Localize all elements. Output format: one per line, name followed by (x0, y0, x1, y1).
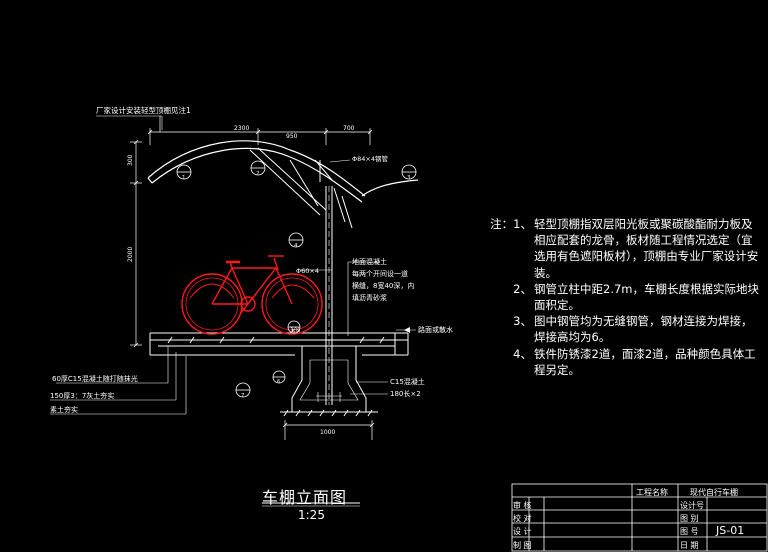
drain-arrow (404, 327, 410, 333)
ground-slab (149, 332, 409, 356)
drawing-title: 车棚立面图 (262, 488, 348, 507)
note-1-number: 注：1、 (490, 217, 532, 231)
concrete-note-2: 每两个开间设一道 (352, 269, 408, 278)
tag-4-text: 4 (294, 243, 298, 249)
dim-left-small: 300 (127, 154, 134, 166)
project-name: 现代自行车棚 (690, 488, 738, 497)
design-notes: 注：1、 轻型顶棚指双层阳光板或聚碳酸酯耐力板及相应配套的龙骨，板材随工程情况选… (490, 216, 760, 378)
pipe-label: Φ84×4钢管 (352, 154, 388, 163)
tag-6-text: 6 (277, 379, 280, 385)
note-3-text: 图中钢管均为无缝钢管，钢材连接为焊接，焊接高均为6。 (534, 314, 753, 345)
title-block-grid (511, 483, 768, 552)
note-2-number: 2、 (513, 281, 532, 296)
role-review: 审 核 (513, 501, 532, 510)
slope-label: 1% (290, 326, 300, 334)
dim-left-height: 2000 (127, 247, 134, 262)
note-3: 3、 图中钢管均为无缝钢管，钢材连接为焊接，焊接高均为6。 (490, 313, 760, 345)
c15-note: C15混凝土 (390, 377, 425, 386)
note-4: 4、 铁件防锈漆2道，面漆2道，品种颜色具体工程另定。 (490, 346, 760, 378)
role-draw: 制 图 (513, 541, 532, 550)
title-block: 工程名称 现代自行车棚 设计号 图 别 图 号 JS-01 日 期 审 核 校 … (512, 484, 768, 552)
drawing-scale: 1:25 (298, 508, 325, 522)
bottom-dimension (282, 420, 375, 440)
note-2-text: 钢管立柱中距2.7m，车棚长度根据实际地块面积定。 (534, 281, 759, 313)
layer-3: 素土夯实 (50, 405, 78, 414)
tag-3-text: 3 (407, 175, 411, 181)
drawing-no: JS-01 (716, 524, 745, 537)
drawing-labels: 厂家设计安装轻型顶棚见注1 2300 950 700 300 2000 1000… (50, 105, 453, 436)
foundation-footing (280, 346, 378, 417)
section-tags (176, 160, 417, 398)
note-1-text: 轻型顶棚指双层阳光板或聚碳酸酯耐力板及相应配套的龙骨，板材随工程情况选定（宜选用… (534, 217, 759, 280)
role-check: 校 对 (513, 514, 532, 523)
layer-2: 150厚3：7灰土夯实 (50, 391, 114, 400)
bicycle-illustration (181, 255, 323, 335)
tag-2-text: 2 (256, 171, 260, 177)
dim-bottom: 1000 (320, 429, 335, 436)
date-label: 日 期 (680, 541, 699, 550)
top-note: 厂家设计安装轻型顶棚见注1 (96, 105, 191, 115)
tag-7-text: 7 (241, 393, 245, 399)
leader-lines (50, 115, 416, 415)
note-4-text: 铁件防锈漆2道，面漆2道，品种颜色具体工程另定。 (534, 346, 756, 377)
layer-1: 60厚C15混凝土随打随抹光 (52, 374, 138, 383)
note-1: 注：1、 轻型顶棚指双层阳光板或聚碳酸酯耐力板及相应配套的龙骨，板材随工程情况选… (490, 216, 760, 281)
title-underline (262, 502, 360, 507)
stand-label: Φ60×4 (296, 267, 319, 275)
drawing-no-label: 图 号 (680, 527, 699, 536)
drawing-category-label: 图 别 (680, 514, 699, 523)
top-dimensions (147, 116, 373, 145)
dim-top-right: 700 (343, 125, 355, 132)
tag-5-text: 5 (292, 329, 295, 335)
left-dimensions (130, 139, 142, 348)
design-no-label: 设计号 (680, 501, 704, 510)
note-3-number: 3、 (513, 314, 532, 329)
note-2: 2、 钢管立柱中距2.7m，车棚长度根据实际地块面积定。 (490, 281, 760, 313)
dim-top-total: 2300 (234, 125, 249, 132)
project-name-label: 工程名称 (636, 488, 668, 497)
concrete-note-1: 地面混凝土 (352, 257, 387, 266)
pave-note: 路面或散水 (418, 325, 453, 334)
concrete-note-4: 填沥青砂浆 (352, 293, 387, 302)
canopy-roof (147, 140, 419, 203)
steel-column (325, 186, 333, 405)
depth-note: 180长×2 (390, 389, 421, 398)
role-design: 设 计 (513, 527, 532, 536)
dim-top-mid: 950 (286, 133, 298, 140)
concrete-note-3: 横缝，8宽40深，内 (352, 281, 414, 290)
canopy-frame (249, 147, 353, 229)
note-4-number: 4、 (513, 346, 532, 361)
tag-1-text: 1 (182, 175, 186, 181)
